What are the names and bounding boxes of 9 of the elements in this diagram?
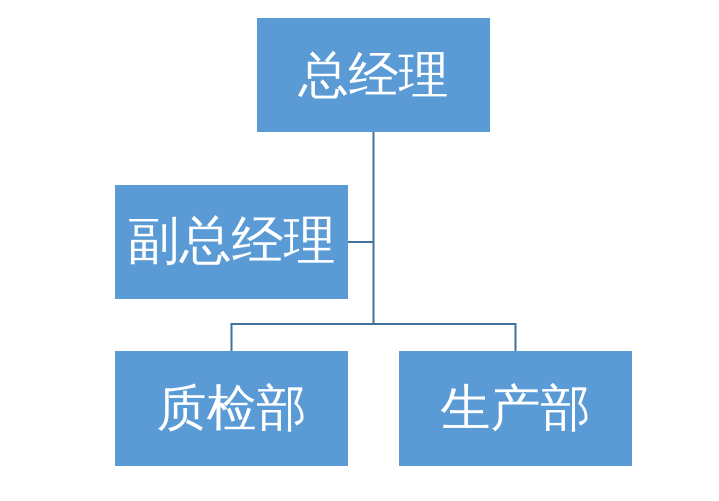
- position-label: 副总经理: [128, 213, 336, 271]
- org-box: [115, 185, 348, 299]
- position-label: 总经理: [298, 48, 448, 102]
- org-box: [399, 351, 632, 466]
- position-label: 质检部: [156, 381, 306, 436]
- org-box: [257, 18, 490, 132]
- position-label: 生产部: [440, 381, 590, 436]
- connector-line: [372, 132, 516, 351]
- org-box: [115, 351, 348, 466]
